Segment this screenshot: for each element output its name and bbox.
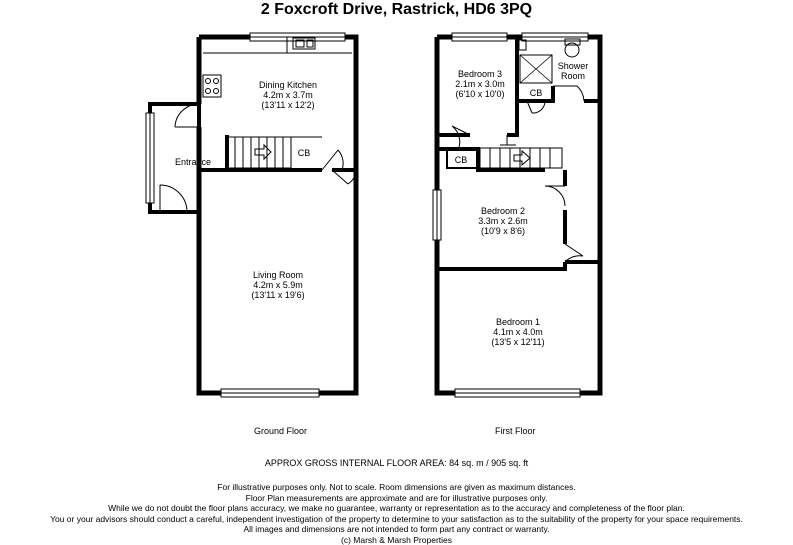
ff-door-bed3 — [452, 126, 470, 150]
floor-area-summary: APPROX GROSS INTERNAL FLOOR AREA: 84 sq.… — [0, 458, 793, 469]
room-label-cb-first-left: CB — [451, 155, 471, 165]
disclaimer-line: You or your advisors should conduct a ca… — [0, 514, 793, 525]
room-label-bedroom2: Bedroom 2 3.3m x 2.6m (10'9 x 8'6) — [458, 206, 548, 236]
toilet-icon — [565, 39, 580, 57]
disclaimer-line: All images and dimensions are not intend… — [0, 524, 793, 535]
gf-door-living — [332, 170, 356, 184]
room-label-dining-kitchen: Dining Kitchen 4.2m x 3.7m (13'11 x 12'2… — [238, 80, 338, 110]
room-label-entrance: Entrance — [168, 157, 218, 167]
floor-label-first: First Floor — [495, 426, 536, 436]
gf-door-cb — [322, 150, 343, 170]
disclaimer-line: For illustrative purposes only. Not to s… — [0, 482, 793, 493]
stairs-arrow-icon — [255, 145, 271, 159]
stairs-arrow-icon — [514, 151, 530, 165]
ff-door-shower — [553, 86, 584, 101]
ff-door-bed2 — [545, 186, 565, 206]
room-label-living-room: Living Room 4.2m x 5.9m (13'11 x 19'6) — [228, 270, 328, 300]
room-label-shower-room: Shower Room — [553, 61, 593, 81]
disclaimer-line: (c) Marsh & Marsh Properties — [0, 535, 793, 545]
hob-icon — [203, 75, 221, 97]
disclaimer-line: While we do not doubt the floor plans ac… — [0, 503, 793, 514]
disclaimer: For illustrative purposes only. Not to s… — [0, 482, 793, 545]
disclaimer-line: Floor Plan measurements are approximate … — [0, 493, 793, 504]
gf-door-front — [160, 185, 187, 212]
room-label-bedroom3: Bedroom 3 2.1m x 3.0m (6'10 x 10'0) — [440, 69, 520, 99]
ff-door-bed1 — [565, 244, 583, 262]
room-label-cb-ground: CB — [294, 148, 314, 158]
ff-stairs — [480, 148, 562, 168]
room-label-cb-first-upper: CB — [526, 88, 546, 98]
gf-door-kitchen — [175, 104, 199, 127]
room-label-bedroom1: Bedroom 1 4.1m x 4.0m (13'5 x 12'11) — [468, 317, 568, 347]
floor-label-ground: Ground Floor — [254, 426, 307, 436]
